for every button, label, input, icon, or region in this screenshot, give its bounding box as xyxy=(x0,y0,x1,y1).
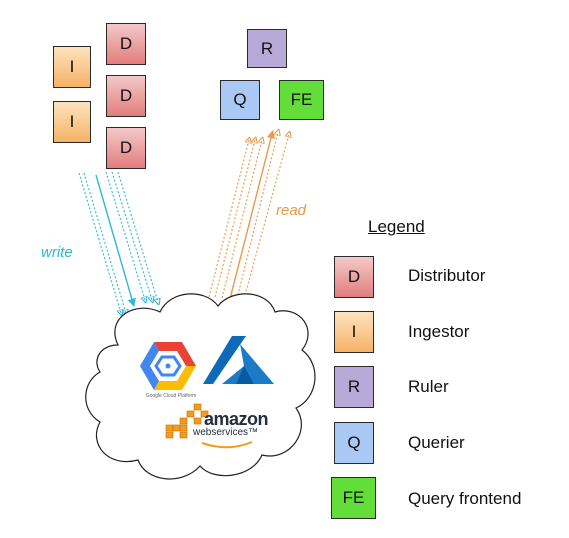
read-arrows xyxy=(208,129,289,300)
legend-symbol-frontend: FE xyxy=(331,477,376,519)
write-arrow xyxy=(117,171,158,302)
aws-subtext: webservices™ xyxy=(193,427,259,438)
write-label: write xyxy=(41,244,73,261)
write-arrow xyxy=(95,174,136,308)
read-arrow xyxy=(221,140,262,299)
ingestor-box: I xyxy=(53,101,91,143)
legend-label-frontend: Query frontend xyxy=(408,489,522,508)
ingestor-box: I xyxy=(53,46,91,88)
read-arrow xyxy=(236,132,278,300)
distributor-box: D xyxy=(106,75,146,117)
legend-label-distributor: Distributor xyxy=(408,266,486,285)
legend-title: Legend xyxy=(368,217,425,236)
aws-wordmark: amazon xyxy=(204,409,269,429)
aws-smile-icon xyxy=(201,441,253,449)
write-arrow xyxy=(83,172,126,313)
read-arrow xyxy=(229,129,276,300)
read-arrow xyxy=(243,134,289,300)
distributor-box: D xyxy=(106,127,146,169)
write-arrow xyxy=(78,172,121,313)
read-arrow xyxy=(214,140,255,298)
frontend-box: FE xyxy=(279,80,324,120)
gcp-logo-icon xyxy=(140,342,196,390)
read-arrow xyxy=(208,140,249,298)
read-label: read xyxy=(276,202,307,219)
azure-logo-icon xyxy=(203,336,274,384)
legend-symbol-ruler: R xyxy=(334,366,374,408)
ruler-box: R xyxy=(247,29,287,68)
legend-label-querier: Querier xyxy=(408,433,465,452)
querier-box: Q xyxy=(220,80,260,120)
cloud-shape xyxy=(85,293,316,480)
gcp-caption: Google Cloud Platform xyxy=(145,393,197,399)
legend-label-ingestor: Ingestor xyxy=(408,322,470,341)
legend-label-ruler: Ruler xyxy=(408,377,449,396)
write-arrow xyxy=(111,171,152,300)
aws-logo-icon xyxy=(165,403,209,439)
legend-symbol-distributor: D xyxy=(334,256,374,298)
write-arrows xyxy=(78,171,158,313)
legend-symbol-querier: Q xyxy=(334,422,374,464)
legend-symbol-ingestor: I xyxy=(334,311,374,353)
distributor-box: D xyxy=(106,23,146,65)
